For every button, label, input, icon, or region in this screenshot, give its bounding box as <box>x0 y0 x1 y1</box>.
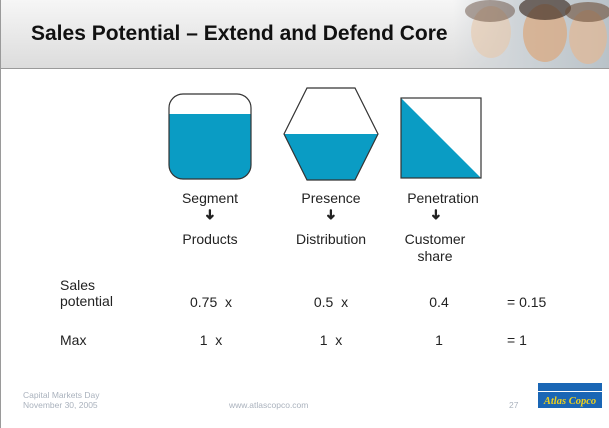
arrow-down-icon: ➜ <box>323 208 340 221</box>
presence-shape <box>283 87 379 181</box>
segment-label: Segment <box>181 190 239 206</box>
title-bar: Sales Potential – Extend and Defend Core <box>1 0 609 69</box>
footer-date: November 30, 2005 <box>23 400 98 410</box>
footer-event: Capital Markets Day <box>23 390 100 400</box>
presence-factor: 0.5 x <box>313 294 349 310</box>
customer-share-label-line1: Customer <box>404 231 466 247</box>
arrow-down-icon: ➜ <box>202 208 219 221</box>
segment-max: 1 x <box>199 332 223 348</box>
penetration-max: 1 <box>435 332 443 348</box>
sales-potential-result: = 0.15 <box>507 294 547 310</box>
products-label: Products <box>182 231 238 247</box>
segment-shape <box>168 93 252 180</box>
presence-label: Presence <box>301 190 361 206</box>
segment-factor: 0.75 x <box>189 294 233 310</box>
atlas-copco-logo: Atlas Copco <box>538 383 602 408</box>
sales-potential-label-line2: potential <box>60 293 113 309</box>
penetration-shape <box>400 97 482 179</box>
penetration-label: Penetration <box>407 190 479 206</box>
max-result: = 1 <box>507 332 527 348</box>
penetration-factor: 0.4 <box>429 294 449 310</box>
arrow-down-icon: ➜ <box>428 208 445 221</box>
sales-potential-label-line1: Sales <box>60 277 96 293</box>
logo-text: Atlas Copco <box>543 396 596 407</box>
distribution-label: Distribution <box>295 231 367 247</box>
slide-title: Sales Potential – Extend and Defend Core <box>31 22 448 45</box>
page-number: 27 <box>509 400 519 410</box>
footer-website: www.atlascopco.com <box>229 400 309 410</box>
customer-share-label-line2: share <box>417 248 453 264</box>
max-label: Max <box>60 332 87 348</box>
header-photo <box>453 0 609 68</box>
presence-max: 1 x <box>319 332 343 348</box>
